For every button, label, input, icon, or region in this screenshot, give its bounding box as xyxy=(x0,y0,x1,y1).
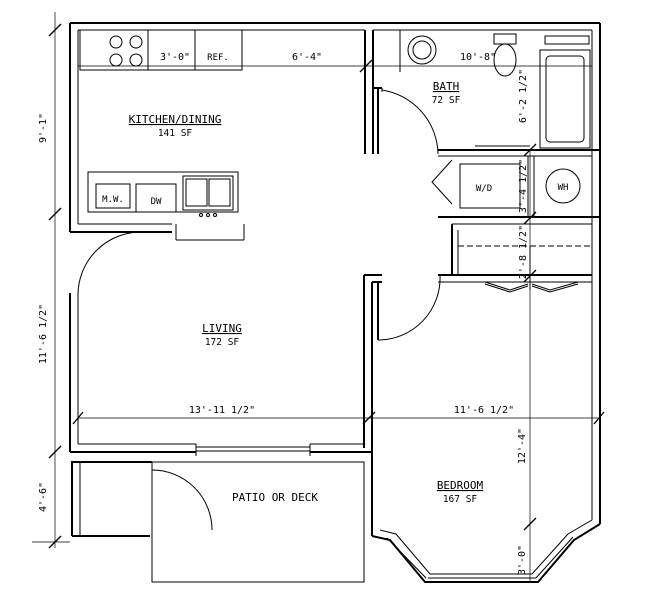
toilet-icon xyxy=(493,33,517,77)
room-name-living: LIVING xyxy=(202,322,242,335)
room-name-bath: BATH xyxy=(433,80,460,93)
interior-dimension-lines xyxy=(72,59,605,582)
water-heater-icon xyxy=(545,168,581,204)
interior-walls xyxy=(363,30,600,536)
room-name-bedroom: BEDROOM xyxy=(437,479,484,492)
sink-vanity-icon xyxy=(399,30,437,72)
dim-left-middle: 11'-6 1/2" xyxy=(38,304,49,364)
patio-door-swing xyxy=(151,469,213,531)
room-area-kitchen: 141 SF xyxy=(158,128,193,139)
dim-bath-width: 10'-8" xyxy=(460,52,496,63)
fixture-dishwasher: DW xyxy=(151,197,162,207)
washer-dryer-icon xyxy=(459,163,521,209)
kitchen-counter-top xyxy=(79,29,243,71)
bay-window xyxy=(371,519,601,583)
room-name-kitchen: KITCHEN/DINING xyxy=(129,113,222,126)
kitchen-counter-bottom xyxy=(87,171,245,241)
dim-left-lower: 4'-6" xyxy=(38,482,49,512)
dim-bedroom-depth: 12'-4" xyxy=(517,428,528,464)
laundry-bifold-door xyxy=(431,159,453,205)
dim-counter: 3'-0" xyxy=(160,52,190,63)
dim-kitchen-width: 6'-4" xyxy=(292,52,322,63)
left-dimension-line xyxy=(32,12,70,549)
dim-living-width: 13'-11 1/2" xyxy=(189,405,255,416)
bathtub-icon xyxy=(539,35,591,149)
room-area-bath: 72 SF xyxy=(432,95,461,106)
patio-walls xyxy=(71,461,365,583)
dim-bath-depth: 6'-2 1/2" xyxy=(518,69,529,123)
dim-bedroom-width: 11'-6 1/2" xyxy=(454,405,514,416)
dim-bay-depth: 3'-0" xyxy=(517,545,528,575)
entry-door-swing xyxy=(77,231,143,296)
bath-door-swing xyxy=(381,88,439,155)
dim-laundry-depth: 3'-4 1/2" xyxy=(518,159,529,213)
dim-left-upper: 9'-1" xyxy=(38,113,49,143)
fixture-water-heater: WH xyxy=(558,183,569,193)
room-area-bedroom: 167 SF xyxy=(443,494,478,505)
stove-icon xyxy=(109,35,143,67)
dim-closet-depth: 2'-8 1/2" xyxy=(518,225,529,279)
fixture-washer-dryer: W/D xyxy=(476,184,492,194)
sink-icon xyxy=(182,175,234,217)
fixture-microwave: M.W. xyxy=(102,195,124,205)
fixture-refrigerator: REF. xyxy=(207,53,229,63)
room-area-living: 172 SF xyxy=(205,337,240,348)
bedroom-door-swing xyxy=(377,274,441,341)
room-name-patio: PATIO OR DECK xyxy=(232,491,318,504)
